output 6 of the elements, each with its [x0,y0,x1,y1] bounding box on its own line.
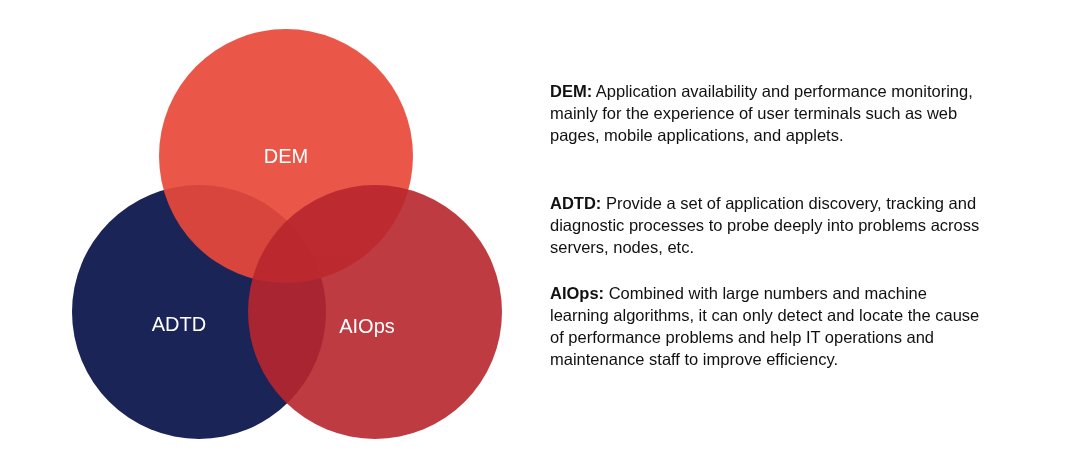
circle-label: ADTD [151,312,207,336]
description-paragraph: ADTD: Provide a set of application discovery, tracking and diagnostic processes to probe deeply into problems across servers, nodes, etc. [550,193,981,258]
description-paragraph: AIOps: Combined with large numbers and machine learning algorithms, it can only detect and locate the cause of performance problems and help IT operations and maintenance staff to improve efficiency. [550,283,981,370]
circle-label: AIOps [339,314,395,338]
description-paragraph: DEM: Application availability and performance monitoring, mainly for the experience of user terminals such as web pages, mobile applications, and applets. [550,81,974,146]
circle-label: DEM [263,144,309,168]
